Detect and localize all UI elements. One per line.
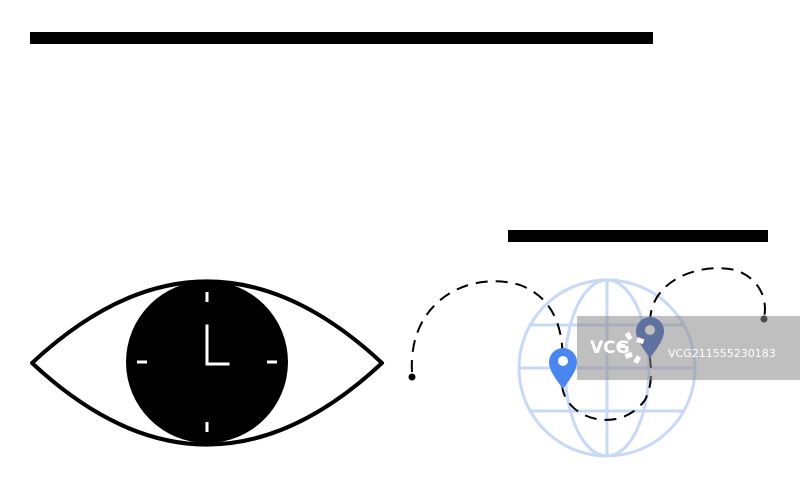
clock-icon — [126, 281, 288, 443]
pin-light-body — [549, 348, 577, 389]
pin-light-hole — [558, 356, 568, 366]
watermark-band — [577, 316, 800, 380]
location-pin-icon — [549, 348, 577, 389]
watermark-code: VCG211555230183 — [668, 347, 776, 360]
route-segment-right — [649, 267, 766, 323]
side-title-bar — [508, 230, 768, 242]
route-segment-left — [410, 280, 564, 376]
watermark-logo-mark — [619, 331, 645, 364]
watermark: VCG VCG211555230183 — [577, 316, 800, 380]
top-title-bar — [30, 32, 653, 44]
eye-icon — [30, 279, 384, 447]
watermark-logo-text: VCG — [590, 338, 630, 358]
route-start-dot — [408, 373, 416, 381]
